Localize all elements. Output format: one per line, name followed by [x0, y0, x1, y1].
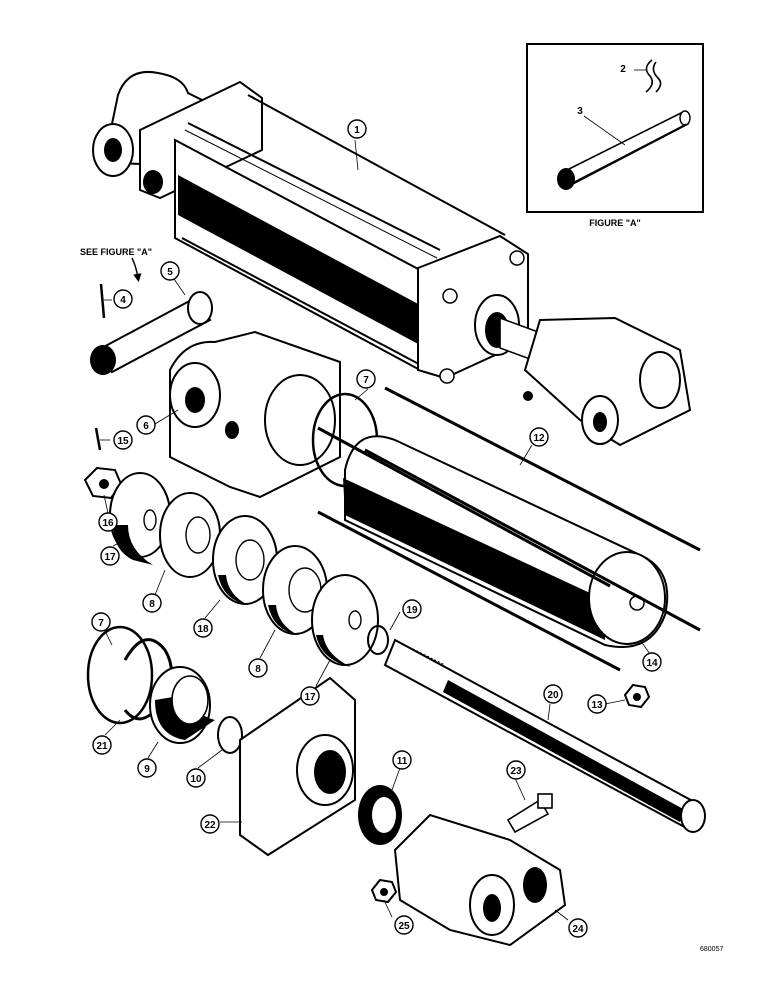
bolt-part-23: [506, 793, 553, 834]
callout-24: 24: [572, 924, 584, 935]
piston-part-17b: [311, 574, 379, 667]
callout-bubbles: 1 2 3 4 5 6 7 15 16 17 8 18 12 19 14 8 1…: [91, 64, 662, 938]
nut-part-25: [370, 878, 398, 904]
callout-22: 22: [204, 820, 216, 831]
callout-9: 9: [144, 764, 150, 775]
o-ring-part-10: [217, 716, 243, 754]
callout-12: 12: [533, 433, 545, 444]
callout-21: 21: [96, 741, 108, 752]
callout-17b: 17: [304, 692, 316, 703]
callout-25: 25: [398, 921, 410, 932]
reference-code: 680057: [700, 946, 723, 953]
callout-10: 10: [190, 774, 202, 785]
callout-23: 23: [510, 766, 522, 777]
castle-nut-part-16: [83, 466, 123, 500]
piston-rod-part-20: [383, 638, 706, 833]
clevis-pin-part-5: [90, 291, 213, 375]
callout-18: 18: [197, 624, 209, 635]
callout-16: 16: [102, 518, 114, 529]
callout-7a: 7: [363, 375, 369, 386]
see-figure-a-caption: SEE FIGURE "A": [80, 247, 152, 257]
nut-part-13: [623, 683, 651, 709]
figure-a-inset: [526, 43, 704, 213]
callout-13: 13: [591, 700, 603, 711]
o-ring-part-7b: [86, 625, 154, 725]
seal-part-8a: [159, 492, 221, 578]
callout-8b: 8: [255, 664, 261, 675]
see-figure-arrow: [131, 257, 142, 283]
callout-5: 5: [167, 267, 173, 278]
callout-17a: 17: [104, 552, 116, 563]
callout-3: 3: [577, 106, 583, 117]
rear-head-part-6: [169, 330, 341, 499]
assembled-cylinder-part-1: [92, 71, 692, 447]
o-ring-part-19: [367, 625, 389, 655]
callout-7b: 7: [98, 618, 104, 629]
wiper-seal-part-11: [358, 785, 402, 845]
barrel-part-14: [343, 435, 669, 648]
bushing-part-9: [149, 666, 215, 744]
piston-stack: [109, 472, 379, 667]
callout-8a: 8: [149, 599, 155, 610]
tie-rods-part-12: [317, 386, 701, 672]
callout-6: 6: [143, 421, 149, 432]
callout-11: 11: [397, 756, 408, 767]
callout-20: 20: [547, 690, 559, 701]
callout-1: 1: [354, 125, 360, 136]
callout-14: 14: [646, 658, 658, 669]
callout-19: 19: [406, 605, 418, 616]
seal-part-8b: [262, 545, 328, 635]
front-head-part-22: [239, 676, 356, 857]
cotter-pin-part-2: [645, 59, 662, 93]
piston-part-17a: [109, 472, 171, 565]
callout-15: 15: [117, 436, 129, 447]
figure-a-caption: FIGURE "A": [589, 218, 641, 228]
cotter-pin-part-4: [99, 283, 106, 319]
cotter-pin-part-15: [94, 427, 102, 451]
callout-2: 2: [620, 64, 626, 75]
clevis-part-24: [393, 813, 567, 947]
pin-part-3: [557, 110, 691, 190]
callout-4: 4: [120, 295, 126, 306]
